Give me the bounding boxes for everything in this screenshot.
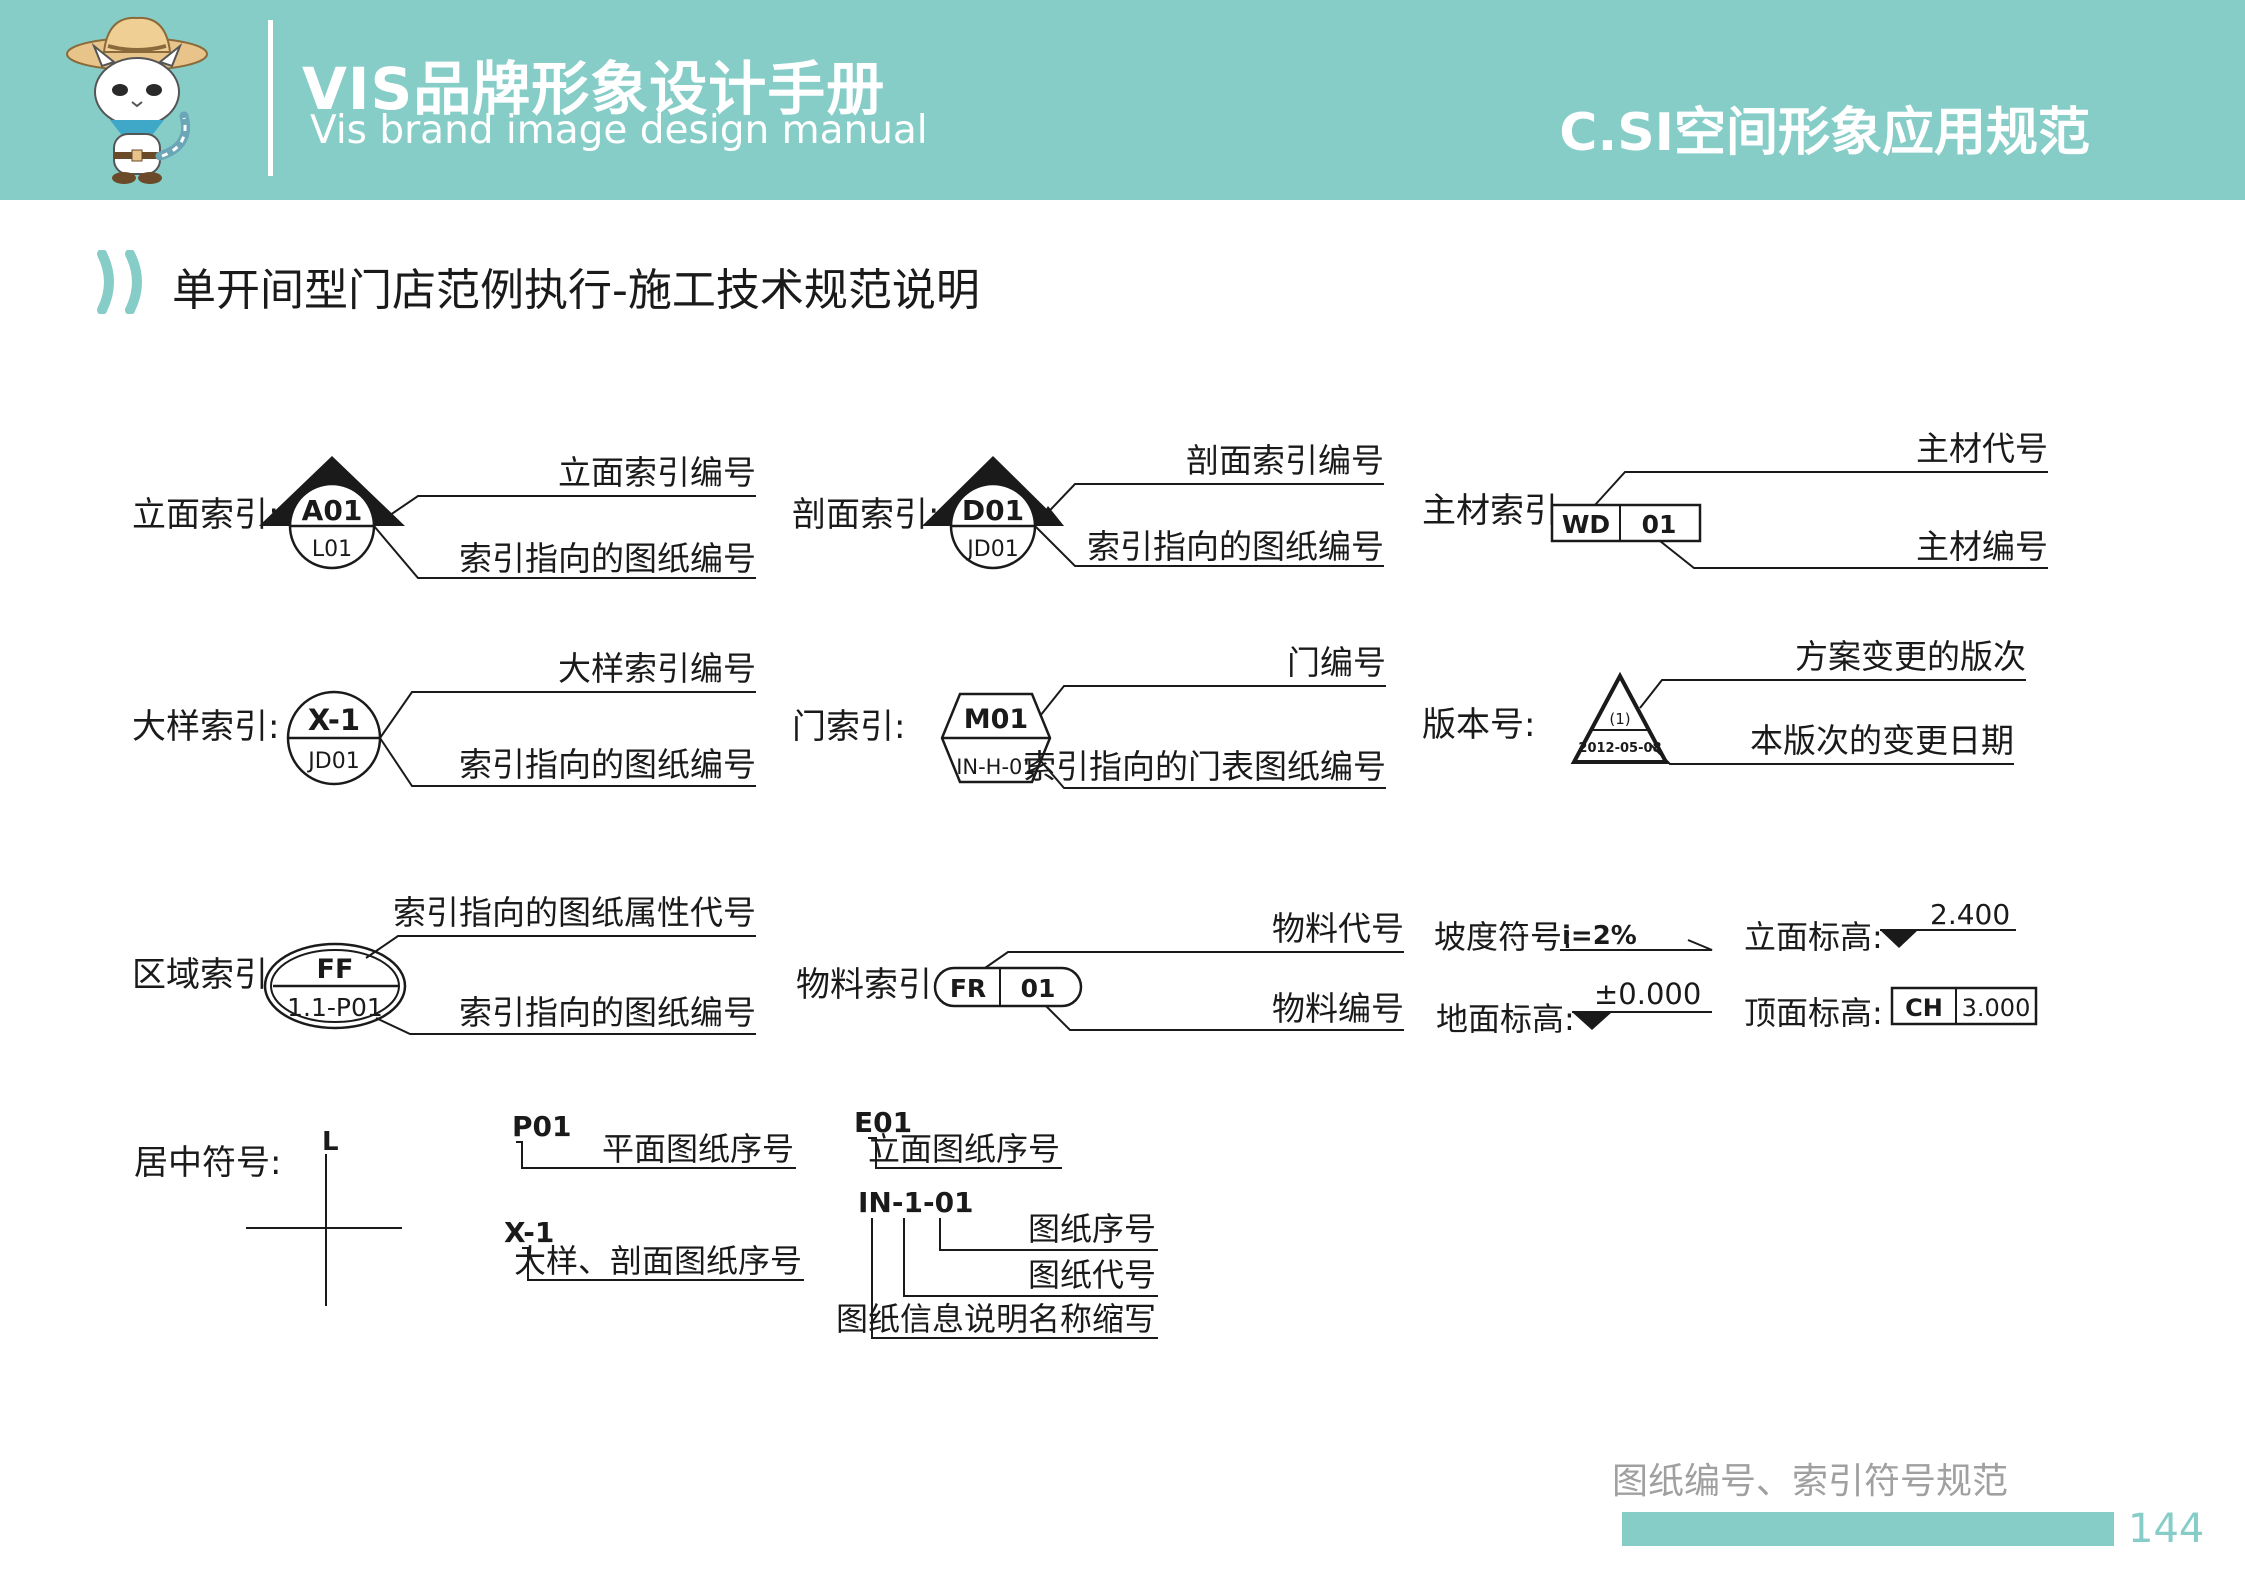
version-label: 版本号:: [1422, 705, 1535, 745]
detail-no-desc: 大样、剖面图纸序号: [514, 1242, 802, 1280]
slope-arrow-icon: [1560, 939, 1713, 951]
ceiling-value: 3.000: [1962, 994, 2031, 1022]
version-bottom-code: 2012-05-08: [1578, 741, 1661, 756]
version-line1: 方案变更的版次: [1795, 637, 2026, 676]
item-index-label: 物料索引:: [796, 965, 943, 1005]
door-index-label: 门索引:: [792, 707, 905, 747]
elevation-bottom-code: L01: [312, 537, 352, 562]
cat-mascot-icon: [62, 6, 212, 192]
drawing-no-code: IN-1-01: [858, 1186, 974, 1219]
section-bottom-code: JD01: [965, 537, 1018, 562]
section-line1: 剖面索引编号: [1186, 441, 1384, 480]
plan-no-desc: 平面图纸序号: [602, 1130, 794, 1168]
item-code: FR: [950, 974, 986, 1003]
ceiling-level-label: 顶面标高:: [1744, 994, 1883, 1032]
area-index-label: 区域索引:: [132, 955, 279, 995]
door-line1: 门编号: [1287, 643, 1386, 682]
elevation-line1: 立面索引编号: [558, 453, 756, 492]
version-line2: 本版次的变更日期: [1750, 721, 2014, 760]
footer-label: 图纸编号、索引符号规范: [1611, 1461, 2008, 1502]
material-index-box: [1550, 503, 1702, 543]
center-crosshair-icon: [246, 1154, 402, 1306]
elev-level-label-text: 立面标高:: [1744, 918, 1883, 956]
item-number: 01: [1021, 974, 1056, 1003]
section-index-symbol-icon: [922, 456, 1064, 570]
detail-bottom-code: JD01: [306, 749, 359, 774]
section-line2: 索引指向的图纸编号: [1087, 527, 1384, 566]
header-divider: [268, 20, 273, 176]
plan-no-code: P01: [512, 1110, 572, 1143]
footer-bar: [1622, 1512, 2114, 1546]
center-mark: L: [322, 1127, 339, 1157]
elevation-top-code: A01: [302, 494, 363, 527]
door-line2: 索引指向的门表图纸编号: [1023, 747, 1386, 786]
version-top-code: (1): [1609, 710, 1630, 728]
header-band: [0, 0, 2245, 200]
manual-subtitle: Vis brand image design manual: [310, 108, 928, 153]
slope-value: i=2%: [1562, 921, 1637, 951]
manual-title: VIS品牌形象设计手册: [302, 55, 886, 123]
detail-no-code: X-1: [504, 1216, 554, 1249]
ceiling-code: CH: [1905, 994, 1943, 1022]
material-line1: 主材代号: [1916, 429, 2048, 468]
elev-level-value: 2.400: [1930, 898, 2010, 931]
chapter-title: C.SI空间形象应用规范: [1559, 103, 2090, 163]
material-line2: 主材编号: [1916, 527, 2048, 566]
slope-label: 坡度符号:: [1434, 918, 1573, 956]
item-index-capsule-icon: [933, 966, 1083, 1008]
floor-level-triangle-icon: [1572, 1012, 1612, 1030]
ceiling-level-box: [1890, 986, 2038, 1026]
item-line2: 物料编号: [1272, 989, 1404, 1028]
elev-no-code: E01: [854, 1106, 912, 1139]
double-chevron-icon: [96, 249, 160, 315]
elevation-index-label: 立面索引:: [132, 495, 279, 535]
detail-line2: 索引指向的图纸编号: [459, 745, 756, 784]
section-top-code: D01: [962, 494, 1024, 527]
detail-top-code: X-1: [308, 703, 360, 737]
area-top-code: FF: [317, 954, 354, 985]
material-index-label: 主材索引:: [1422, 491, 1569, 531]
area-line1: 索引指向的图纸属性代号: [393, 893, 756, 932]
drawing-seq: 图纸序号: [1028, 1210, 1156, 1248]
area-line2: 索引指向的图纸编号: [459, 993, 756, 1032]
material-code: WD: [1562, 510, 1610, 539]
drawing-type: 图纸代号: [1028, 1256, 1156, 1294]
elevation-index-symbol-icon: [259, 456, 405, 570]
elev-level-triangle-icon: [1880, 930, 1918, 948]
page-number: 144: [2128, 1506, 2205, 1552]
drawing-info: 图纸信息说明名称缩写: [836, 1300, 1156, 1338]
material-number: 01: [1642, 510, 1677, 539]
door-index-symbol-icon: [940, 692, 1052, 784]
floor-level-value: ±0.000: [1594, 977, 1701, 1011]
door-bottom-code: IN-H-01: [956, 755, 1036, 779]
section-title: 单开间型门店范例执行-施工技术规范说明: [172, 265, 980, 316]
item-line1: 物料代号: [1272, 909, 1404, 948]
version-triangle-icon: [1570, 671, 1670, 764]
area-index-symbol-icon: [263, 942, 407, 1030]
detail-line1: 大样索引编号: [558, 649, 756, 688]
elev-no-desc: 立面图纸序号: [868, 1130, 1060, 1168]
section-index-label: 剖面索引:: [792, 495, 939, 535]
center-symbol-label: 居中符号:: [134, 1143, 281, 1183]
detail-index-label: 大样索引:: [132, 707, 279, 747]
area-bottom-code: 1.1-P01: [287, 993, 383, 1022]
door-top-code: M01: [964, 704, 1028, 735]
elevation-line2: 索引指向的图纸编号: [459, 539, 756, 578]
floor-level-label: 地面标高:: [1436, 1000, 1575, 1038]
